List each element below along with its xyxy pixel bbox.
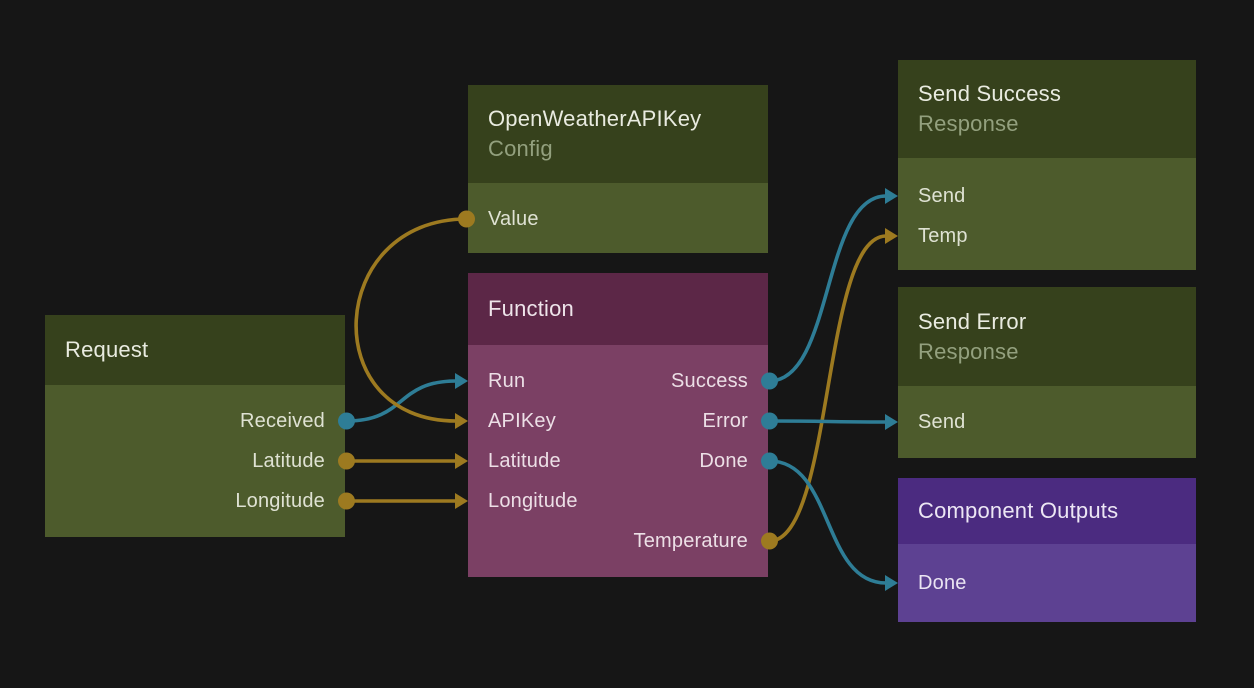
node-component-outputs[interactable]: Component Outputs Done	[885, 478, 1196, 622]
node-request-header: Request	[45, 315, 345, 385]
node-send-success[interactable]: Send Success Response Send Temp	[885, 60, 1196, 270]
port-label-temp: Temp	[918, 224, 968, 247]
port-send-arrow[interactable]	[885, 188, 898, 204]
node-subtitle: Config	[488, 136, 553, 161]
port-label-run: Run	[488, 369, 526, 392]
port-label-success: Success	[671, 369, 748, 392]
node-function-header: Function	[468, 273, 768, 345]
port-latitude-dot[interactable]	[338, 452, 355, 470]
port-error-dot[interactable]	[761, 412, 778, 430]
port-label-done: Done	[918, 571, 967, 594]
node-subtitle: Response	[918, 111, 1019, 136]
port-label-longitude: Longitude	[488, 489, 578, 512]
port-label-latitude: Latitude	[252, 449, 325, 472]
wire-openweather.value-to-function.apikey	[354, 217, 469, 423]
node-title: Send Error	[918, 308, 1027, 334]
node-request[interactable]: Request Received Latitude Longitude	[45, 315, 355, 537]
port-done-arrow[interactable]	[885, 575, 898, 591]
port-label-done: Done	[699, 449, 748, 472]
port-label-temperature: Temperature	[633, 529, 748, 552]
port-done-dot[interactable]	[761, 452, 778, 470]
wire-function.error-to-send_error.send	[767, 419, 888, 424]
node-subtitle: Response	[918, 338, 1019, 364]
node-component-outputs-body: Done	[885, 544, 1196, 622]
node-send-error[interactable]: Send Error Response Send	[885, 287, 1196, 458]
port-label-latitude: Latitude	[488, 449, 561, 472]
node-send-error-header: Send Error Response	[898, 287, 1196, 386]
node-openweatherapikey[interactable]: OpenWeatherAPIKey Config Value	[458, 85, 768, 253]
port-row-latitude-done: Latitude Done	[455, 441, 778, 481]
port-label-value: Value	[488, 207, 539, 230]
node-component-outputs-header: Component Outputs	[898, 478, 1196, 544]
port-row-send: Send	[885, 402, 1196, 442]
port-success-dot[interactable]	[761, 372, 778, 390]
port-row-longitude: Longitude	[45, 481, 355, 521]
port-apikey-arrow[interactable]	[455, 413, 468, 429]
node-send-success-body: Send Temp	[885, 158, 1196, 270]
port-row-received: Received	[45, 401, 355, 441]
wire-function.success-to-send_success.send	[767, 194, 888, 383]
port-row-done: Done	[885, 563, 1196, 603]
wire-function.temperature-to-send_success.temp	[767, 234, 888, 543]
port-row-temperature: Temperature	[468, 521, 778, 561]
port-row-apikey-error: APIKey Error	[455, 401, 778, 441]
port-label-apikey: APIKey	[488, 409, 556, 432]
node-send-success-header: Send Success Response	[898, 60, 1196, 158]
node-send-error-body: Send	[885, 386, 1196, 458]
node-function[interactable]: Function Run Success APIKey Error Latitu…	[455, 273, 778, 577]
node-openweatherapikey-body: Value	[458, 183, 768, 253]
port-row-temp: Temp	[885, 216, 1196, 256]
port-value-dot[interactable]	[458, 210, 475, 228]
port-send-arrow[interactable]	[885, 414, 898, 430]
port-label-received: Received	[240, 409, 325, 432]
port-label-send: Send	[918, 410, 966, 433]
port-label-send: Send	[918, 184, 966, 207]
port-temp-arrow[interactable]	[885, 228, 898, 244]
port-longitude-dot[interactable]	[338, 492, 355, 510]
node-openweatherapikey-header: OpenWeatherAPIKey Config	[468, 85, 768, 183]
node-title: Request	[65, 337, 149, 362]
port-row-longitude: Longitude	[455, 481, 768, 521]
node-title: Send Success	[918, 81, 1062, 106]
port-run-arrow[interactable]	[455, 373, 468, 389]
port-longitude-arrow[interactable]	[455, 493, 468, 509]
port-row-send: Send	[885, 176, 1196, 216]
wire-function.done-to-component_outputs.done	[767, 459, 888, 585]
port-row-run-success: Run Success	[455, 361, 778, 401]
port-latitude-arrow[interactable]	[455, 453, 468, 469]
port-received-dot[interactable]	[338, 412, 355, 430]
node-request-body: Received Latitude Longitude	[45, 385, 355, 537]
node-title: OpenWeatherAPIKey	[488, 106, 702, 131]
node-title: Component Outputs	[918, 498, 1119, 523]
wire-request.received-to-function.run	[344, 379, 458, 423]
port-row-value: Value	[458, 199, 768, 239]
port-label-error: Error	[702, 409, 748, 432]
node-title: Function	[488, 296, 574, 321]
port-row-latitude: Latitude	[45, 441, 355, 481]
port-label-longitude: Longitude	[235, 489, 325, 512]
port-temperature-dot[interactable]	[761, 532, 778, 550]
node-function-body: Run Success APIKey Error Latitude Done L…	[455, 345, 778, 577]
